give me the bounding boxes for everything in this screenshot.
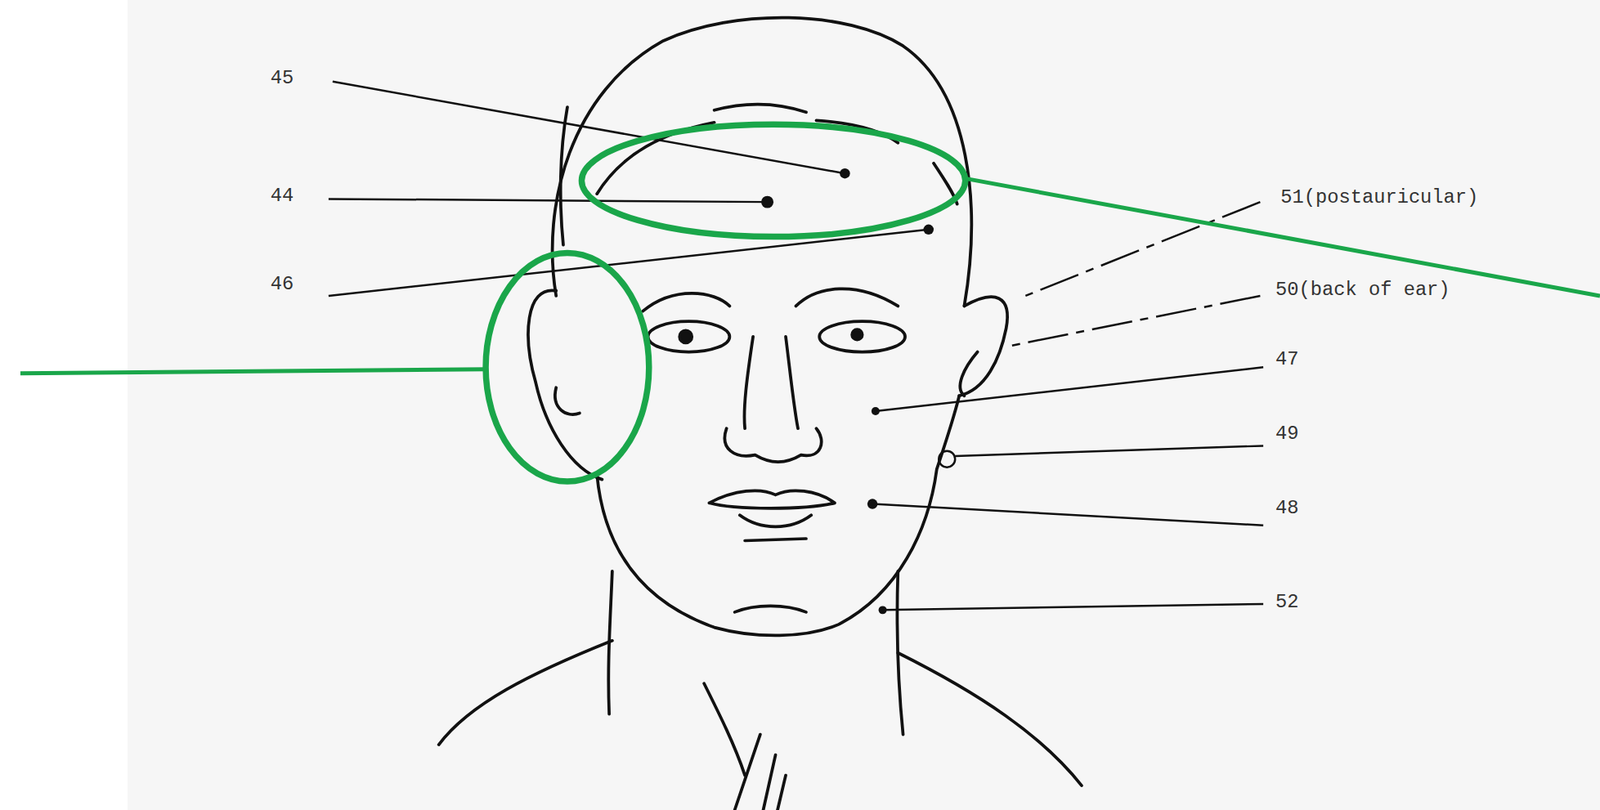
right-pupil [851,329,862,340]
collar-strokes [703,683,786,810]
leader-line [882,604,1264,610]
leader-line [954,445,1264,456]
shoulders [439,640,1082,786]
point-dot [878,605,888,615]
callout-label: 47 [1275,349,1299,370]
highlight-pointer [965,178,1600,296]
nose [724,336,821,462]
callout-label: 49 [1275,424,1299,444]
right-ear [959,296,1008,396]
leader-line [1025,201,1260,296]
highlight-ellipse [581,124,965,237]
neck [608,571,903,736]
callout-label: 44 [270,186,294,207]
callout-label: 52 [1275,592,1299,613]
left-ear-inner [555,387,580,415]
hair-strokes [596,104,958,205]
background [127,0,1600,810]
left-eye [648,321,731,352]
leader-line [872,504,1264,526]
mouth [708,490,835,527]
leader-line [1004,295,1260,347]
right-ear-inner [959,352,978,397]
point-dot [839,168,850,179]
head-outline [552,17,973,307]
hairline [560,107,568,245]
eyebrows [642,288,898,311]
callout-label: 48 [1275,498,1299,519]
leader-line [328,229,929,296]
right-eye [819,321,906,352]
face-outline [596,395,960,636]
highlight-pointer [20,369,486,374]
callout-label: 51(postauricular) [1280,188,1479,209]
left-ear [528,290,602,480]
callout-label: 45 [270,69,294,90]
left-pupil [679,330,692,343]
callout-label: 46 [270,275,294,296]
chin-lines [735,538,807,613]
point-dot [923,224,934,235]
lymph-node-marker [938,451,955,468]
highlight-ellipse [485,253,650,483]
point-dot [761,196,774,209]
leader-line [328,198,768,202]
callout-label: 50(back of ear) [1275,280,1450,301]
point-dot [867,498,878,509]
leader-line [875,367,1264,412]
point-dot [871,407,880,416]
